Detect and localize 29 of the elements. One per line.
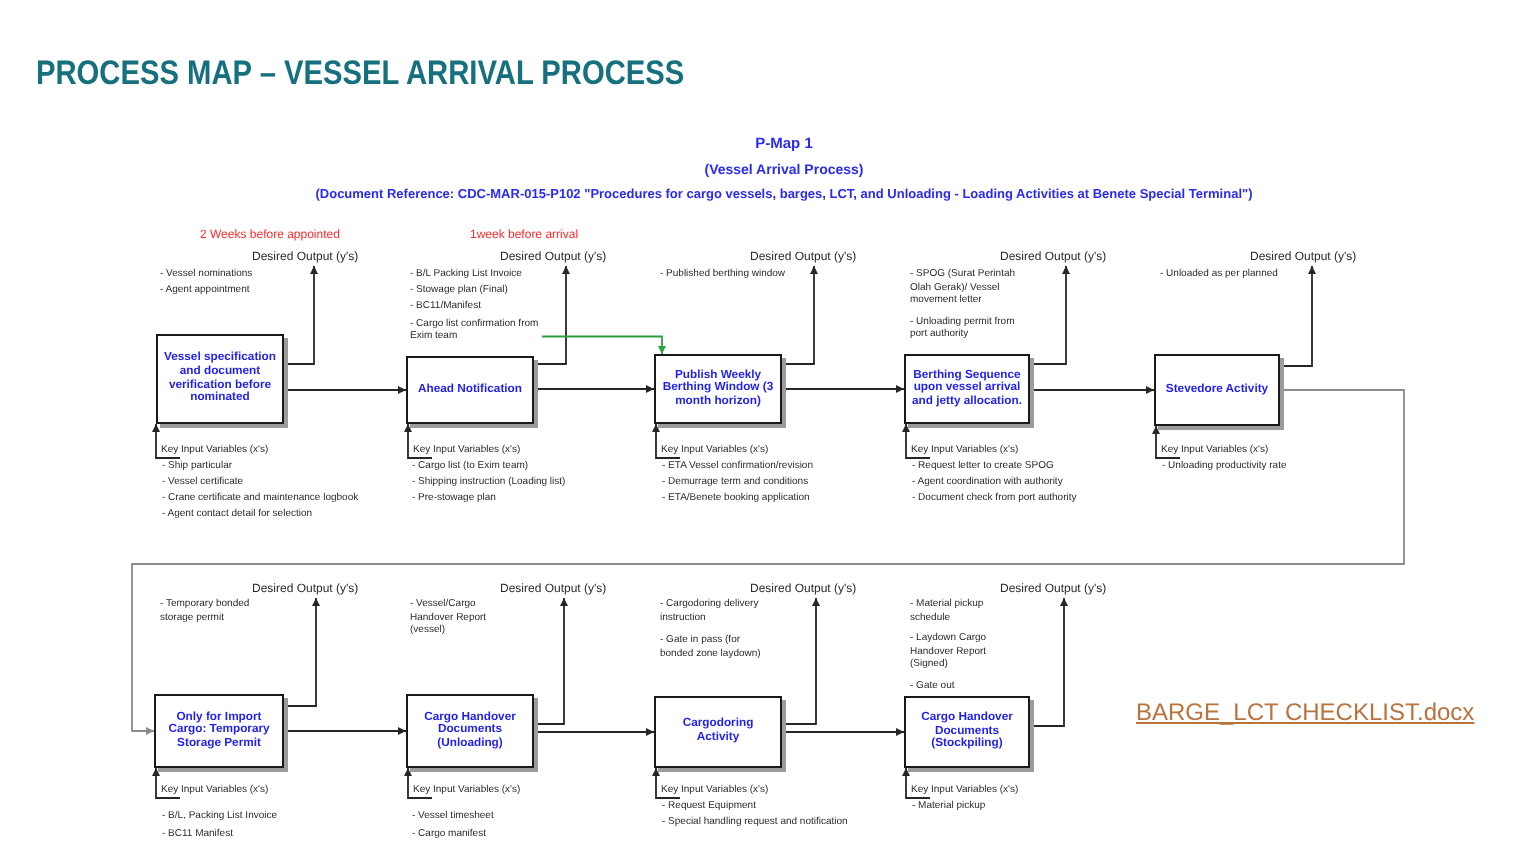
arrow [533,265,571,365]
arrow [651,423,681,459]
arrow [151,423,181,459]
arrow [901,767,931,799]
arrow [781,384,905,394]
arrow [283,385,407,395]
arrow [651,767,681,799]
arrow [403,767,433,799]
arrow [131,389,1405,736]
arrow [283,265,319,365]
arrow [1029,597,1069,727]
arrow [781,265,819,365]
arrow [781,597,821,725]
arrow [1029,385,1155,395]
arrow [541,335,667,355]
arrow [533,727,655,737]
page-title: PROCESS MAP – VESSEL ARRIVAL PROCESS [36,54,685,94]
arrow [901,423,931,459]
arrow [403,423,433,459]
arrow [781,727,905,737]
arrow [1151,425,1181,459]
arrow [1279,265,1317,367]
arrow [1029,265,1071,365]
arrow [283,597,321,707]
arrow [533,597,569,725]
arrow [283,726,407,736]
arrow [151,767,181,799]
arrow [533,384,655,394]
file-link: BARGE_LCT CHECKLIST.docx [1136,698,1475,727]
